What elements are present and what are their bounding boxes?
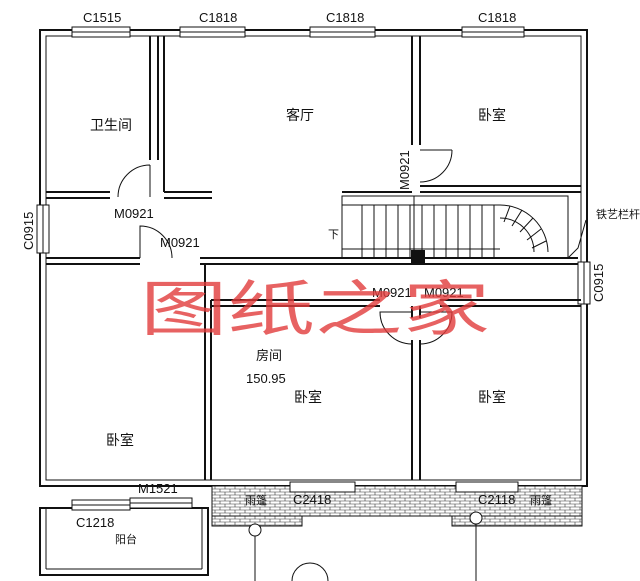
door-label-mid-right: M0921 (424, 285, 464, 300)
window-label-c1818: C1818 (326, 10, 364, 25)
grid-axes (248, 511, 483, 581)
room-tag: 房间 (256, 348, 282, 364)
window-label-left: C0915 (21, 212, 36, 250)
stair-treads (361, 205, 495, 258)
room-label-living: 客厅 (286, 107, 314, 124)
room-label-balcony: 阳台 (115, 532, 137, 546)
door-swings (117, 149, 453, 345)
room-label-bedroom-right: 卧室 (478, 389, 506, 406)
room-label-bathroom: 卫生间 (90, 118, 132, 134)
railing-label: 铁艺栏杆 (596, 207, 640, 221)
stair-column (411, 250, 425, 264)
room-area: 150.95 (246, 371, 286, 386)
balcony-door (129, 497, 193, 509)
staircase (341, 195, 587, 259)
canopy-label-right: 雨篷 (530, 493, 552, 507)
top-windows (71, 26, 525, 38)
side-windows (36, 204, 591, 305)
window-label-c1818: C1818 (478, 10, 516, 25)
canopy-label-left: 雨篷 (245, 493, 267, 507)
stair-down-label: 下 (328, 228, 339, 241)
door-label-mid-left: M0921 (372, 285, 412, 300)
window-label-balcony: C1218 (76, 515, 114, 530)
balcony-window (71, 499, 131, 511)
door-label-bed-tr: M0921 (397, 150, 412, 190)
window-label-right: C0915 (591, 264, 606, 302)
window-label-c1818: C1818 (199, 10, 237, 25)
room-label-bedroom-mid: 卧室 (294, 389, 322, 406)
window-label-c1515: C1515 (83, 10, 121, 25)
watermark: 图纸之家 (140, 275, 490, 345)
room-label-bedroom-top-right: 卧室 (478, 107, 506, 124)
room-label-bedroom-left: 卧室 (106, 432, 134, 449)
door-label-bath: M0921 (114, 206, 154, 221)
door-label-balcony: M1521 (138, 481, 178, 496)
interior-walls (46, 36, 581, 480)
window-label-canopy-left: C2418 (293, 492, 331, 507)
window-label-canopy-right: C2118 (478, 492, 515, 507)
door-label-hall: M0921 (160, 235, 200, 250)
canopies (211, 481, 583, 527)
